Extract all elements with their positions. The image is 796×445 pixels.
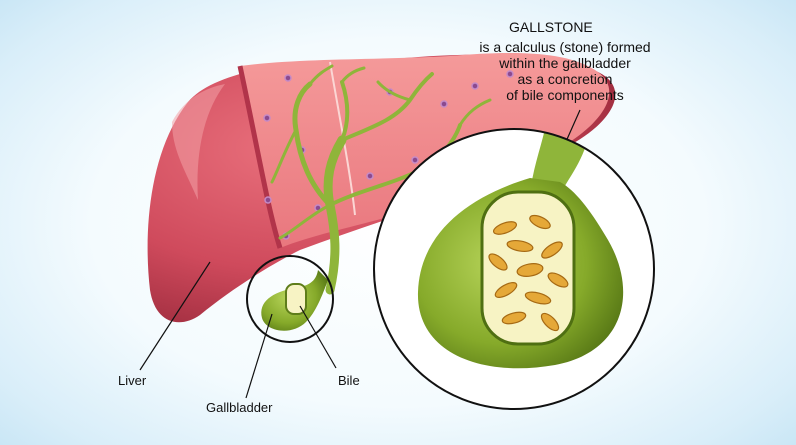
- gallbladder-label: Gallbladder: [206, 400, 273, 415]
- description-line-4: of bile components: [506, 87, 624, 103]
- bile-label: Bile: [338, 373, 360, 388]
- gallbladder-inner: [285, 283, 307, 315]
- magnify-circle-outline: [373, 128, 655, 410]
- liver-label: Liver: [118, 373, 147, 388]
- liver-leader: [139, 261, 211, 371]
- gallbladder-leader: [245, 313, 273, 399]
- magnified-view: [373, 128, 655, 410]
- liver: [147, 53, 616, 323]
- gallstone-title: GALLSTONE: [509, 19, 593, 35]
- liver-highlight: [172, 84, 225, 200]
- bile-leader: [299, 305, 337, 369]
- magnify-small-circle: [246, 255, 334, 343]
- description-line-1: is a calculus (stone) formed: [479, 39, 651, 55]
- liver-cut-edge: [237, 65, 283, 249]
- gallstones: [488, 214, 569, 332]
- magnified-duct: [530, 129, 590, 195]
- gallbladder-small: [246, 255, 334, 343]
- description-line-3: as a concretion: [517, 71, 613, 87]
- description-line-2: within the gallbladder: [499, 55, 631, 71]
- gallstone-description: is a calculus (stone) formed within the …: [446, 39, 684, 103]
